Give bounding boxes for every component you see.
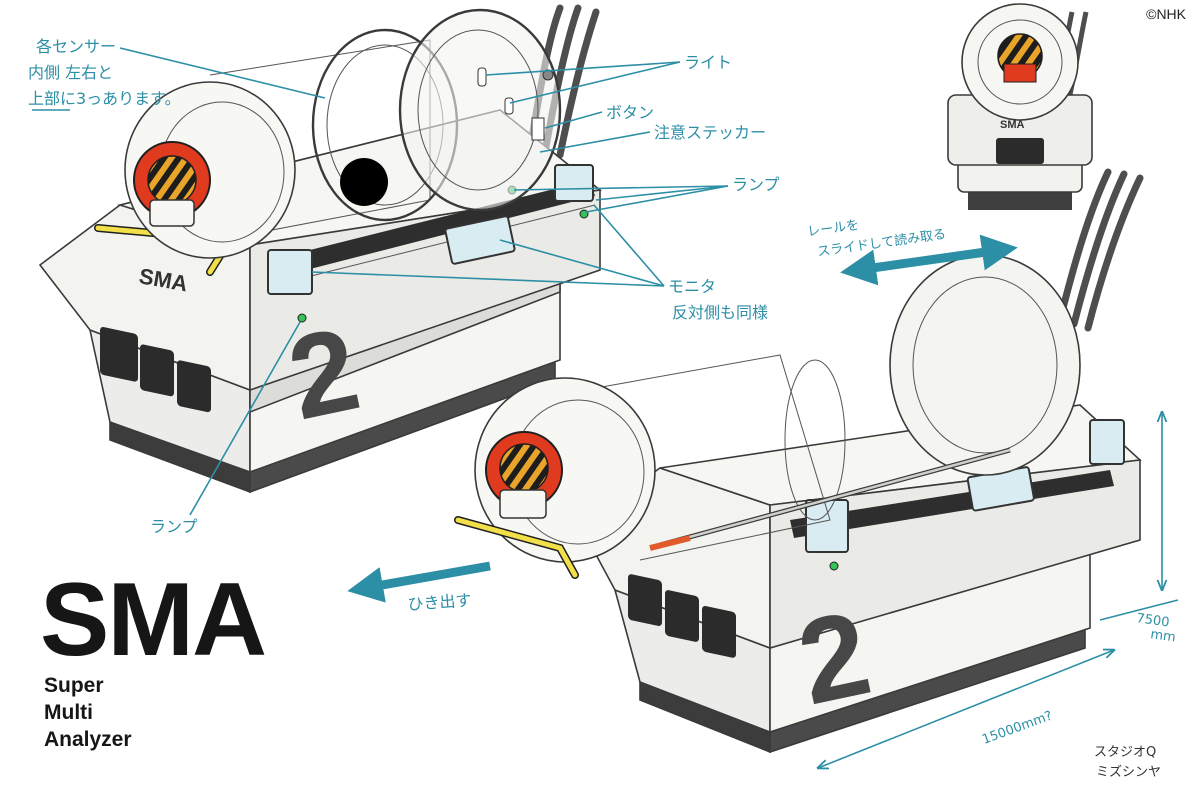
svg-text:反対側も同様: 反対側も同様 xyxy=(672,303,768,322)
svg-text:ボタン: ボタン xyxy=(606,103,654,122)
monitor-bottom-right xyxy=(1089,419,1125,465)
connector-block-bottom xyxy=(628,574,736,658)
monitor-top-left xyxy=(267,249,313,295)
annotation-pull-out: ひき出す xyxy=(347,561,491,614)
svg-text:レールを: レールを xyxy=(806,218,860,240)
annotation-lamp: ランプ xyxy=(513,175,780,213)
svg-text:ミズシンヤ: ミズシンヤ xyxy=(1096,764,1161,780)
machine-top: 2 SMA xyxy=(38,4,602,494)
svg-text:ランプ: ランプ xyxy=(732,175,780,194)
machine-front-view: SMA xyxy=(947,3,1093,210)
svg-text:7500: 7500 xyxy=(1135,611,1170,630)
annotation-monitor: モニタ 反対側も同様 xyxy=(311,204,768,322)
monitor-top-center xyxy=(444,215,516,265)
annotation-lamp-lower: ランプ xyxy=(150,321,301,536)
logo-line-analyzer: Analyzer xyxy=(44,728,132,751)
svg-text:内側 左右と: 内側 左右と xyxy=(28,63,113,82)
svg-text:ひき出す: ひき出す xyxy=(407,591,472,614)
annotation-sticker: 注意ステッカー xyxy=(539,123,766,153)
svg-text:モニタ: モニタ xyxy=(668,277,716,296)
annotation-sensors: 各センサー 内側 左右と 上部に3っあります。 xyxy=(28,37,326,111)
logo-title: SMA xyxy=(40,562,267,678)
logo-line-multi: Multi xyxy=(44,701,93,724)
connector-block-top xyxy=(100,327,211,413)
annotation-button: ボタン xyxy=(544,103,654,129)
svg-text:mm: mm xyxy=(1149,627,1176,645)
copyright-text: ©NHK xyxy=(1146,6,1186,22)
svg-text:各センサー: 各センサー xyxy=(36,37,116,56)
button-panel xyxy=(531,117,545,141)
svg-text:注意ステッカー: 注意ステッカー xyxy=(654,123,766,142)
logo-line-super: Super xyxy=(44,674,104,697)
pull-out-arrow xyxy=(347,561,491,603)
rail-arrow xyxy=(840,234,1018,286)
annotation-height: 7500 mm xyxy=(1099,412,1179,645)
black-sphere xyxy=(340,158,388,206)
annotation-light: ライト xyxy=(485,53,732,104)
signature: スタジオQ ミズシンヤ xyxy=(1094,745,1161,780)
monitor-top-right xyxy=(554,164,594,202)
light-slot xyxy=(477,67,487,87)
svg-text:ライト: ライト xyxy=(684,53,732,72)
svg-text:上部に3っあります。: 上部に3っあります。 xyxy=(28,89,181,108)
front-view-logo: SMA xyxy=(1000,119,1025,131)
sma-logo: SMA Super Multi Analyzer xyxy=(40,562,267,753)
svg-text:15000mm?: 15000mm? xyxy=(980,708,1054,747)
monitor-bottom-left xyxy=(805,499,849,553)
svg-text:ランプ: ランプ xyxy=(150,517,198,536)
svg-text:スタジオQ: スタジオQ xyxy=(1094,745,1156,760)
